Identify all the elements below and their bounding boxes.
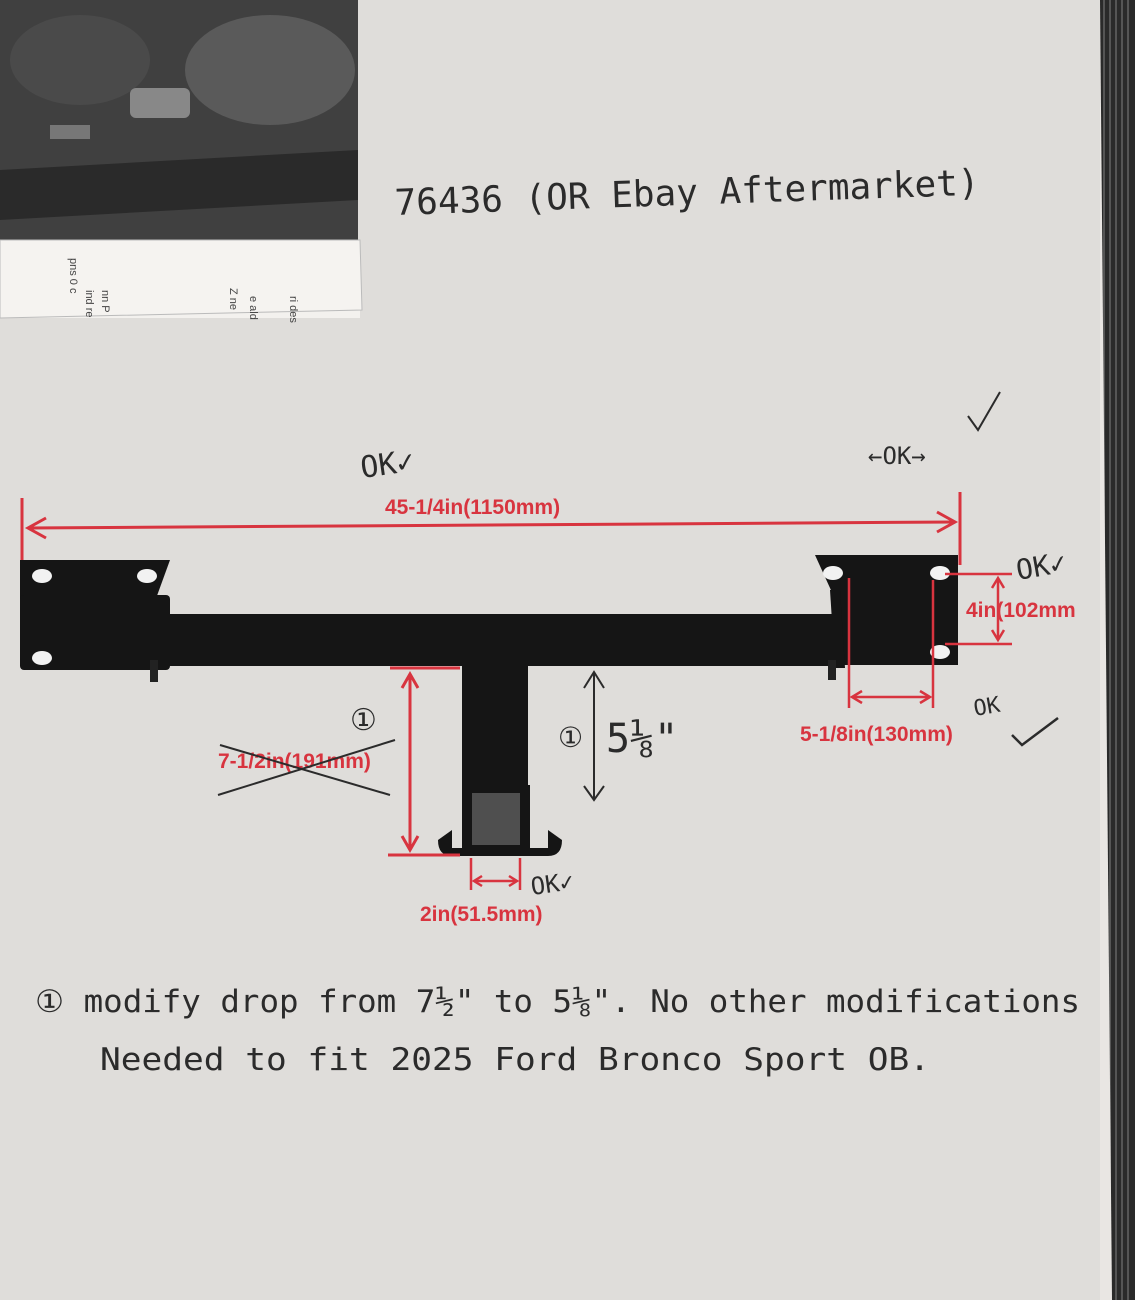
fragment-3: Z ne [227, 288, 239, 310]
ok-overall-right: ←OK→ [868, 442, 926, 470]
hitch-drawing [20, 555, 958, 856]
chain-loop [438, 830, 562, 856]
new-drop-value: 5⅛" [606, 716, 678, 762]
check-bracket-spacing [1011, 717, 1059, 747]
right-bracket [815, 555, 958, 665]
fragment-4: e ald [247, 296, 259, 320]
new-drop-marker: ① [558, 721, 583, 754]
bracket-height-label: 4in(102mm [966, 599, 1076, 622]
drop-shank [462, 660, 528, 790]
drop-crossout [217, 739, 396, 796]
overall-width-label: 45-1/4in(1150mm) [385, 496, 560, 519]
new-drop-arrow [583, 670, 605, 802]
mount-holes [32, 566, 950, 665]
drop-height-dimension [388, 666, 460, 857]
receiver-size-label: 2in(51.5mm) [420, 903, 543, 926]
fragment-1: ind re [83, 290, 95, 318]
cutout-paper-text: pns 0 c ind re nn P Z ne e ald ri des [67, 258, 299, 323]
drop-height-label: 7-1/2in(191mm) [218, 750, 371, 773]
ok-receiver-size: OK✓ [529, 867, 576, 901]
fragment-0: pns 0 c [67, 258, 79, 294]
footnote-line-1: ① modify drop from 7½" to 5⅛". No other … [35, 984, 1080, 1020]
ok-bracket-spacing: OK [972, 693, 1003, 722]
footnote-line-2: Needed to fit 2025 Ford Bronco Sport OB. [100, 1042, 930, 1078]
drop-crossout-marker: ① [350, 703, 377, 738]
crossbar [20, 614, 840, 666]
cutout-photo [0, 0, 363, 319]
bracket-height-dimension [945, 572, 1012, 646]
check-top-right [967, 391, 1001, 432]
ok-overall-left: OK✓ [358, 444, 417, 486]
fragment-5: ri des [287, 296, 299, 323]
bracket-spacing-dimension [847, 578, 935, 708]
bracket-spacing-label: 5-1/8in(130mm) [800, 723, 953, 746]
fragment-2: nn P [99, 290, 111, 313]
receiver-size-dimension [469, 858, 522, 890]
